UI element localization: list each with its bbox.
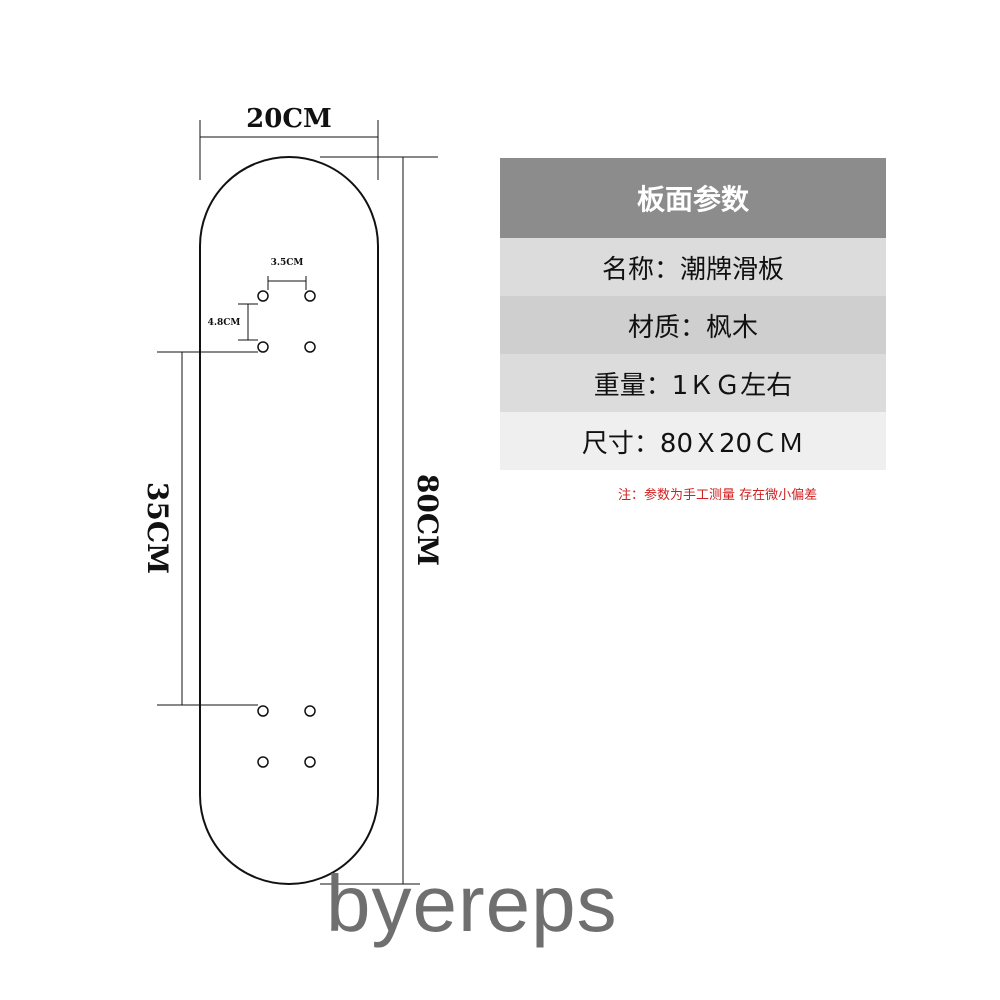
width-dimension-label: 20CM (246, 104, 332, 134)
wheelbase-dimension-label: 35CM (141, 482, 174, 574)
spec-row-weight: 重量：1ＫＧ左右 (500, 354, 886, 412)
mounting-hole (257, 341, 269, 353)
hole-spacing-y-dimension: 4.8CM (208, 303, 258, 341)
rear-truck-holes (257, 705, 316, 768)
mounting-hole (304, 290, 316, 302)
skateboard-deck-outline (199, 156, 379, 885)
width-dimension: 20CM (199, 104, 379, 180)
spec-table: 板面参数 名称：潮牌滑板 材质：枫木 重量：1ＫＧ左右 尺寸：80Ｘ20ＣＭ (500, 158, 886, 470)
spec-note: 注：参数为手工测量 存在微小偏差 (618, 488, 818, 503)
spec-row-name: 名称：潮牌滑板 (500, 238, 886, 296)
mounting-hole (304, 341, 316, 353)
watermark: byereps (326, 859, 618, 948)
spec-row-size: 尺寸：80Ｘ20ＣＭ (500, 412, 886, 470)
wheelbase-dimension: 35CM (141, 351, 258, 706)
spec-row-material: 材质：枫木 (500, 296, 886, 354)
spec-table-title: 板面参数 (500, 158, 886, 238)
mounting-hole (257, 705, 269, 717)
front-truck-holes (257, 290, 316, 353)
mounting-hole (257, 290, 269, 302)
hole-spacing-y-label: 4.8CM (208, 318, 241, 328)
mounting-hole (304, 705, 316, 717)
length-dimension: 80CM (320, 156, 444, 885)
length-dimension-label: 80CM (411, 474, 444, 566)
mounting-hole (304, 756, 316, 768)
mounting-hole (257, 756, 269, 768)
hole-spacing-x-dimension: 3.5CM (267, 258, 307, 290)
hole-spacing-x-label: 3.5CM (271, 258, 304, 268)
